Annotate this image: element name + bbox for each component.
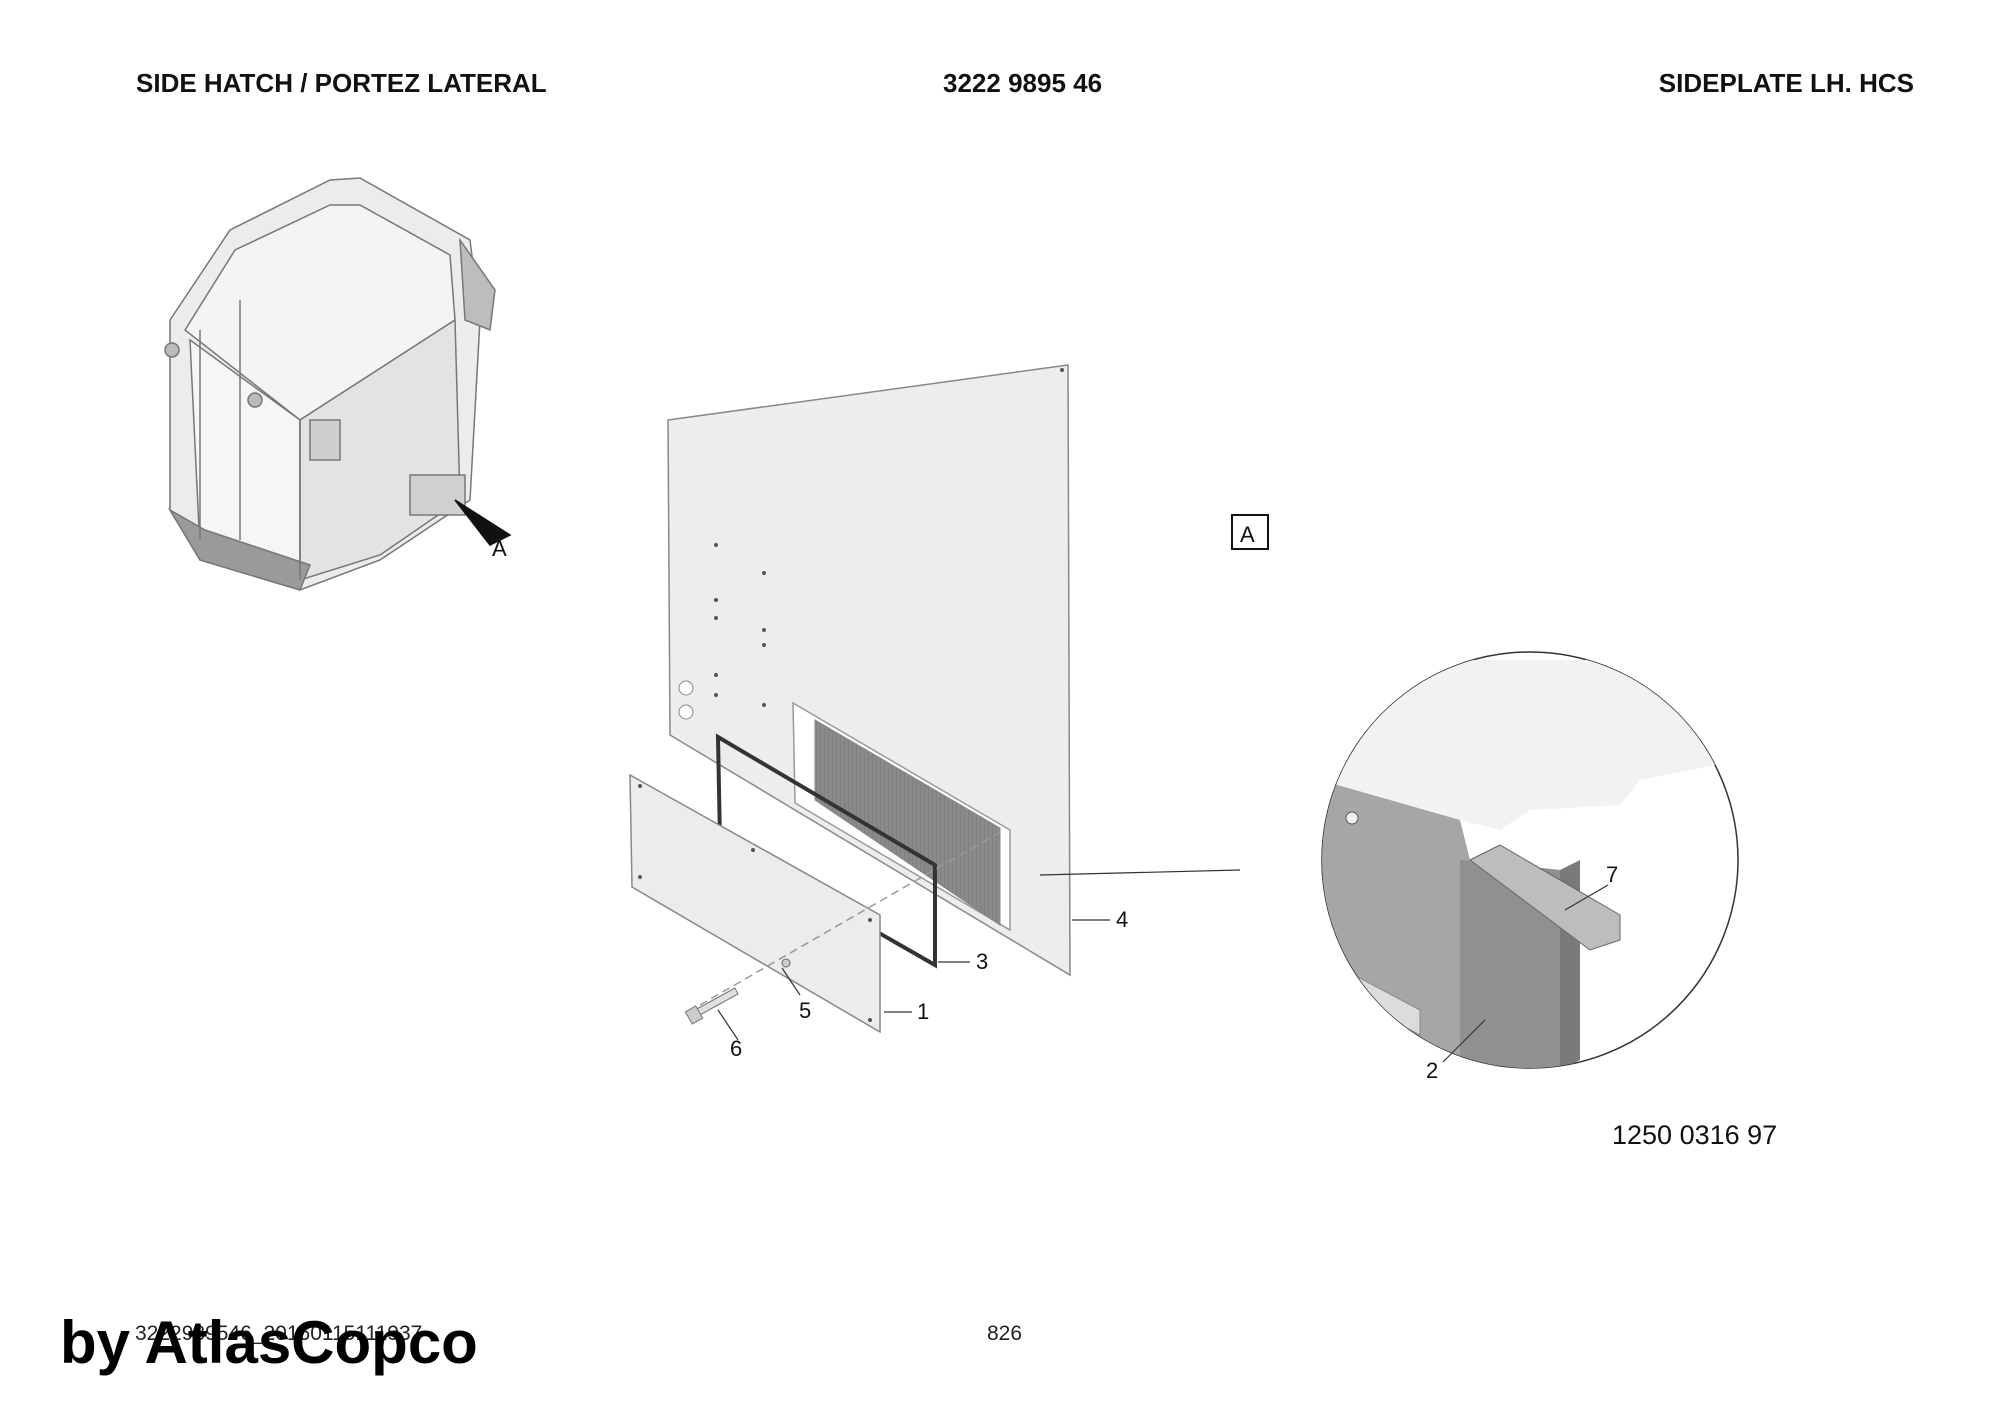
detail-marker-label: A [1240,522,1255,547]
callout-3: 3 [976,949,988,974]
cover-plate-part-1 [629,773,881,1034]
bolt-part-6 [684,987,739,1025]
detail-marker-box [1231,514,1269,550]
drawing-number: 1250 0316 97 [1612,1120,1778,1150]
view-marker-label: A [492,536,507,561]
side-plate-part-4 [667,364,1071,977]
callout-4: 4 [1116,907,1128,932]
gasket-part-3 [715,733,937,969]
watermark: by AtlasCopco [60,1309,478,1376]
callout-2: 2 [1426,1058,1438,1083]
washer-part-5 [781,958,791,968]
header-part-number: 3222 9895 46 [943,68,1103,98]
header-right-title: SIDEPLATE LH. HCS [1658,68,1914,98]
callout-7: 7 [1606,862,1618,887]
detail-view-circle [1321,651,1739,1069]
callout-1: 1 [917,999,929,1024]
callout-6: 6 [730,1036,742,1061]
footer-document-id: 3222989546_20160115111937 [135,1322,423,1345]
cab-overview-illustration [164,177,512,591]
callout-5: 5 [799,998,811,1023]
header-left-title: SIDE HATCH / PORTEZ LATERAL [136,68,547,98]
page-number: 826 [987,1322,1023,1345]
